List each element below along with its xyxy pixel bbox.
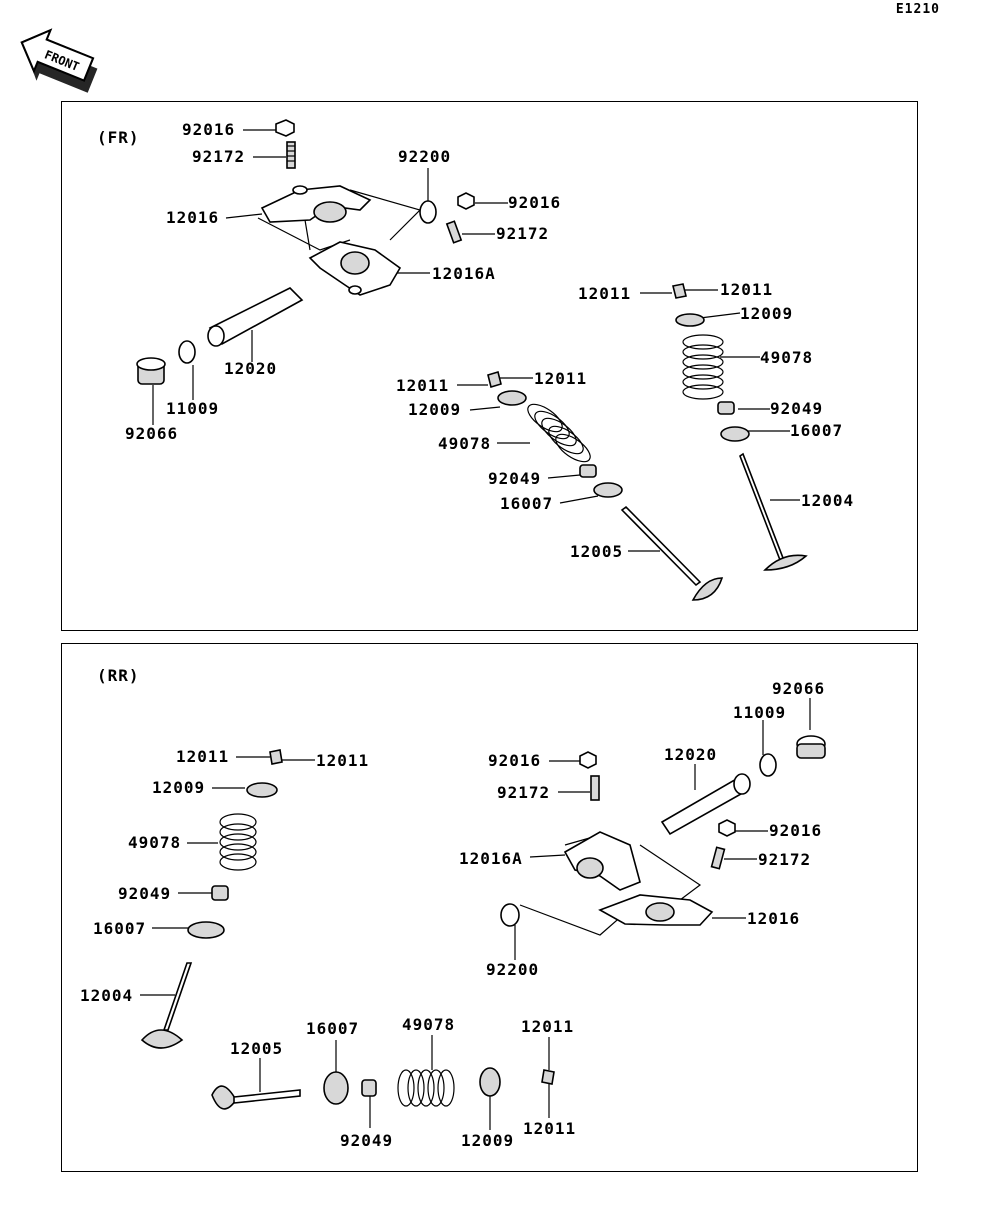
- part-label: 92016: [182, 120, 236, 139]
- part-label: 12009: [740, 304, 794, 323]
- part-label: 11009: [733, 703, 787, 722]
- part-label: 16007: [790, 421, 844, 440]
- part-label: 12011: [720, 280, 774, 299]
- part-label: 92049: [118, 884, 172, 903]
- part-label: 12005: [570, 542, 624, 561]
- part-label: 92200: [486, 960, 540, 979]
- part-label: 92016: [769, 821, 823, 840]
- part-label: 92172: [192, 147, 246, 166]
- front-cylinder-panel: [61, 101, 918, 631]
- part-label: 12020: [664, 745, 718, 764]
- part-label: 92016: [488, 751, 542, 770]
- part-label: 92172: [497, 783, 551, 802]
- part-label: 92172: [758, 850, 812, 869]
- part-label: 12011: [316, 751, 370, 770]
- part-label: 12011: [521, 1017, 575, 1036]
- part-label: 12011: [396, 376, 450, 395]
- part-label: 12016A: [459, 849, 523, 868]
- part-label: 92016: [508, 193, 562, 212]
- part-label: 12009: [408, 400, 462, 419]
- part-label: 92049: [770, 399, 824, 418]
- part-label: 11009: [166, 399, 220, 418]
- part-label: 49078: [402, 1015, 456, 1034]
- part-label: 49078: [438, 434, 492, 453]
- part-label: 92049: [488, 469, 542, 488]
- part-label: 92066: [772, 679, 826, 698]
- part-label: 12016: [747, 909, 801, 928]
- part-label: 12016A: [432, 264, 496, 283]
- part-label: 49078: [760, 348, 814, 367]
- part-label: 12005: [230, 1039, 284, 1058]
- part-label: 12004: [801, 491, 855, 510]
- part-label: 12011: [176, 747, 230, 766]
- part-label: 92172: [496, 224, 550, 243]
- part-label: 92200: [398, 147, 452, 166]
- part-label: 92066: [125, 424, 179, 443]
- part-label: 12011: [578, 284, 632, 303]
- part-label: 49078: [128, 833, 182, 852]
- part-label: 12011: [523, 1119, 577, 1138]
- panel-title-fr: (FR): [97, 128, 140, 147]
- part-label: 16007: [93, 919, 147, 938]
- part-label: 12011: [534, 369, 588, 388]
- part-label: 12009: [152, 778, 206, 797]
- panel-title-rr: (RR): [97, 666, 140, 685]
- part-label: 12016: [166, 208, 220, 227]
- part-label: 16007: [500, 494, 554, 513]
- part-label: 16007: [306, 1019, 360, 1038]
- part-label: 12020: [224, 359, 278, 378]
- diagram-code: E1210: [895, 2, 940, 17]
- part-label: 12009: [461, 1131, 515, 1150]
- part-label: 12004: [80, 986, 134, 1005]
- part-label: 92049: [340, 1131, 394, 1150]
- front-arrow-icon: FRONT: [20, 28, 98, 93]
- rear-cylinder-panel: [61, 643, 918, 1172]
